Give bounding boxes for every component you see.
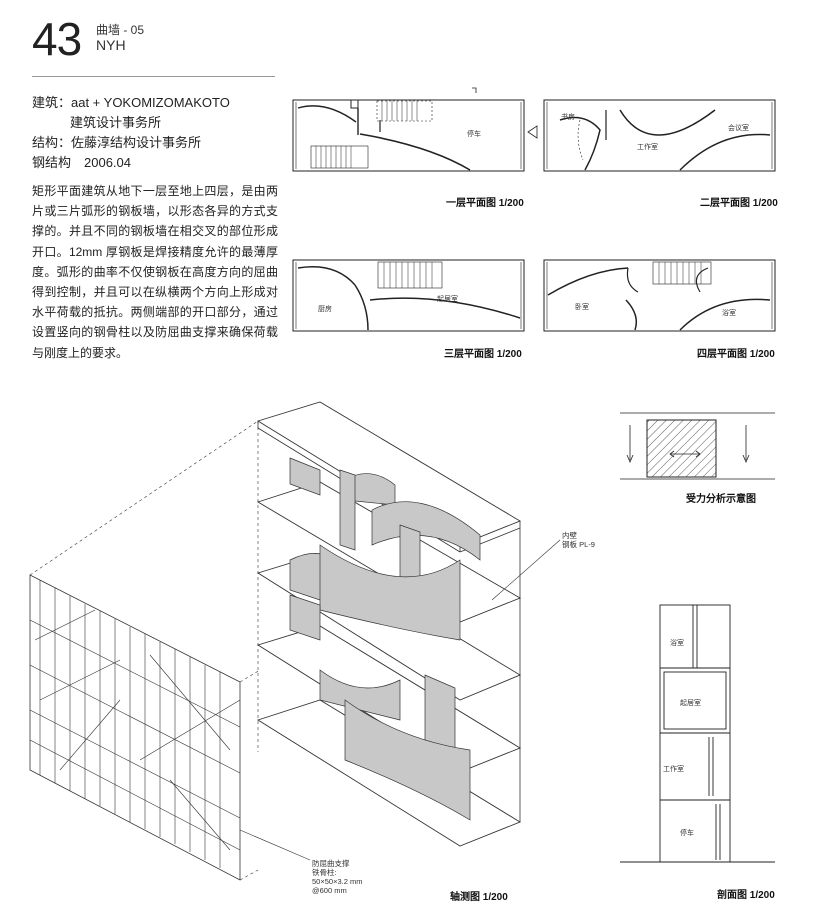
project-code: NYH (96, 37, 126, 54)
credit-architect-office: 建筑设计事务所 (70, 115, 162, 130)
credit-structure: 结构：佐藤淳结构设计事务所 (32, 135, 202, 150)
section-room-workroom: 工作室 (663, 764, 684, 773)
floor-plan-3-caption: 三层平面图 1/200 (444, 349, 522, 360)
floor-plan-1-caption: 一层平面图 1/200 (446, 198, 524, 209)
floor-plan-2-caption: 二层平面图 1/200 (700, 198, 778, 209)
plan3-room-living: 起居室 (437, 294, 458, 303)
wall-note-line-2: 钢板 PL-9 (562, 540, 595, 549)
brace-note-line-3: 50×50×3.2 mm (312, 877, 363, 886)
credit-structure-type: 钢结构 2006.04 (32, 155, 131, 170)
section-room-parking: 停车 (680, 828, 694, 837)
plan2-room-meeting: 会议室 (728, 123, 749, 132)
force-diagram-caption: 受力分析示意图 (686, 494, 756, 505)
axonometric-caption: 轴测图 1/200 (450, 892, 508, 903)
wall-note-line-1: 内壁 (562, 531, 577, 540)
plan1-room-parking: 停车 (467, 129, 481, 138)
credit-architect: 建筑：aat + YOKOMIZOMAKOTO (32, 95, 230, 110)
section-room-living: 起居室 (680, 698, 701, 707)
brace-note: 防屈曲支撑 铁骨柱: 50×50×3.2 mm @600 mm (312, 859, 362, 895)
project-category: 曲墙 - 05 (96, 23, 145, 37)
plan2-room-workroom: 工作室 (637, 142, 658, 151)
section-room-bath: 浴室 (670, 638, 684, 647)
plan2-room-study: 书房 (561, 112, 575, 121)
description-text: 矩形平面建筑从地下一层至地上四层，是由两片或三片弧形的钢板墙，以形态各异的方式支… (32, 184, 278, 360)
section-caption: 剖面图 1/200 (717, 890, 775, 901)
plan4-room-bedroom: 卧室 (575, 302, 589, 311)
wall-note: 内壁 钢板 PL-9 (562, 531, 595, 549)
brace-note-line-1: 防屈曲支撑 (312, 859, 350, 868)
brace-note-line-2: 铁骨柱: (312, 868, 337, 877)
project-title: 曲墙 - 05 NYH (96, 23, 145, 54)
brace-note-line-4: @600 mm (312, 886, 347, 895)
page-number: 43 (32, 13, 82, 65)
plan3-room-kitchen: 厨房 (318, 304, 332, 313)
floor-plan-4-caption: 四层平面图 1/200 (697, 349, 775, 360)
plan4-room-bath: 浴室 (722, 308, 736, 317)
header-rule (32, 76, 275, 77)
